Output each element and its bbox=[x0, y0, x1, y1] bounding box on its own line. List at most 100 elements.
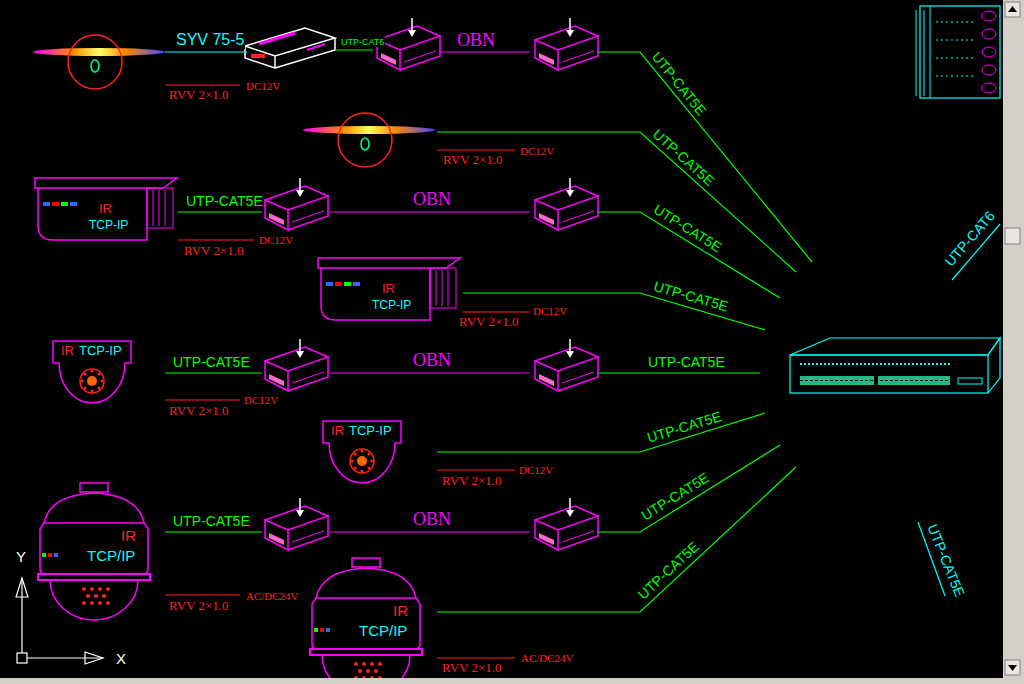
network-switch bbox=[988, 338, 1000, 393]
power-label: AC/DC24V bbox=[520, 652, 575, 665]
camera-illustrations bbox=[310, 558, 422, 684]
disk-array bbox=[982, 11, 996, 93]
fiber-line bbox=[330, 372, 530, 373]
fiber-line bbox=[330, 531, 530, 532]
network-line bbox=[178, 211, 262, 212]
power-label: RVV 2×1.0 bbox=[458, 315, 520, 330]
ucs-axis bbox=[85, 652, 103, 664]
camera-feature: IR bbox=[392, 602, 409, 619]
network-switch bbox=[790, 355, 988, 393]
ceiling-camera-group bbox=[33, 35, 165, 89]
transceivers bbox=[535, 18, 598, 70]
axis-label: X bbox=[115, 650, 127, 667]
network-line bbox=[165, 372, 262, 373]
ceiling-camera-group bbox=[33, 35, 435, 167]
fiber-label: OBN bbox=[412, 189, 452, 210]
fiber-label: OBN bbox=[412, 509, 452, 530]
cable-label: UTP-CAT5E bbox=[648, 48, 710, 119]
power-label: RVV 2×1.0 bbox=[168, 599, 230, 614]
power-label: RVV 2×1.0 bbox=[442, 153, 504, 168]
ucs-axis bbox=[16, 578, 103, 664]
transceivers bbox=[535, 178, 598, 230]
disk-array bbox=[936, 22, 976, 76]
network-line bbox=[598, 372, 760, 373]
network-switch bbox=[800, 380, 950, 381]
camera-illustrations bbox=[35, 178, 460, 684]
ucs-axis bbox=[17, 653, 27, 663]
camera-illustrations bbox=[35, 178, 177, 240]
power-label: DC12V bbox=[532, 305, 568, 318]
power-line bbox=[462, 311, 530, 312]
camera-protocol: TCP-IP bbox=[371, 299, 412, 313]
network-line bbox=[437, 132, 796, 272]
disk-array bbox=[916, 6, 1000, 98]
cable-label: UTP-CAT5E bbox=[924, 521, 968, 600]
cable-label: UTP-CAT5E bbox=[651, 278, 731, 315]
network-line bbox=[165, 531, 262, 532]
power-label: RVV 2×1.0 bbox=[168, 404, 230, 419]
camera-node: IRTCP-IP bbox=[53, 341, 131, 405]
ceiling-camera-group bbox=[303, 113, 435, 167]
network-switch bbox=[790, 338, 1000, 393]
disk-array bbox=[982, 11, 996, 21]
window-chrome bbox=[1005, 660, 1020, 675]
power-line bbox=[165, 85, 530, 658]
power-label: DC12V bbox=[243, 394, 279, 407]
network-switch bbox=[790, 338, 1000, 355]
camera-feature: IR bbox=[330, 424, 345, 439]
disk-array bbox=[982, 65, 996, 75]
camera-protocol: TCP/IP bbox=[86, 547, 136, 564]
power-label: DC12V bbox=[258, 234, 294, 247]
cable-label: UTP-CAT5E bbox=[637, 469, 712, 524]
fiber-line bbox=[330, 52, 530, 532]
video-server bbox=[307, 44, 325, 50]
network-switch bbox=[800, 363, 950, 365]
power-line bbox=[437, 149, 515, 150]
transceivers bbox=[377, 18, 440, 70]
fiber-line bbox=[440, 51, 530, 52]
cable-label: UTP-CAT5E bbox=[647, 354, 726, 370]
video-server bbox=[245, 28, 335, 68]
ucs-axis bbox=[21, 578, 22, 653]
window-chrome bbox=[0, 678, 1003, 684]
power-line bbox=[165, 84, 240, 85]
power-line bbox=[437, 657, 515, 658]
camera-node: IRTCP-IP bbox=[35, 176, 177, 242]
camera-illustrations bbox=[323, 421, 401, 483]
cable-label: UTP-CAT5E bbox=[634, 538, 703, 603]
network-switch bbox=[958, 378, 982, 384]
window-chrome bbox=[1005, 228, 1020, 244]
power-line bbox=[178, 239, 255, 240]
transceivers bbox=[265, 339, 328, 391]
camera-feature: IR bbox=[60, 344, 75, 359]
disk-array bbox=[982, 47, 996, 57]
transceivers bbox=[265, 178, 328, 230]
power-line bbox=[165, 399, 240, 400]
disk-array bbox=[916, 10, 924, 96]
camera-illustrations bbox=[38, 483, 150, 620]
coax-line bbox=[165, 51, 247, 52]
power-label: RVV 2×1.0 bbox=[183, 244, 245, 259]
camera-node: IR TCP-IP bbox=[318, 256, 460, 322]
axis-label: Y bbox=[15, 548, 27, 565]
cable-label: UTP-CAT6 bbox=[340, 37, 385, 47]
transceivers bbox=[535, 339, 598, 391]
camera-illustrations bbox=[53, 341, 131, 403]
camera-feature: IR bbox=[120, 527, 137, 544]
camera-protocol: TCP-IP bbox=[348, 424, 393, 439]
camera-protocol: TCP-IP bbox=[88, 219, 129, 233]
power-label: DC12V bbox=[518, 464, 554, 477]
power-label: DC12V bbox=[245, 80, 281, 93]
camera-node: IR TCP/IP bbox=[308, 558, 424, 682]
disk-array bbox=[982, 29, 996, 39]
camera-protocol: TCP/IP bbox=[358, 622, 408, 639]
coax-line bbox=[165, 51, 247, 52]
window-chrome bbox=[1008, 6, 1017, 12]
camera-illustrations bbox=[318, 258, 460, 320]
disk-array bbox=[982, 83, 996, 93]
cable-label: UTP-CAT5E bbox=[172, 513, 251, 529]
camera-feature: IR bbox=[381, 282, 396, 297]
